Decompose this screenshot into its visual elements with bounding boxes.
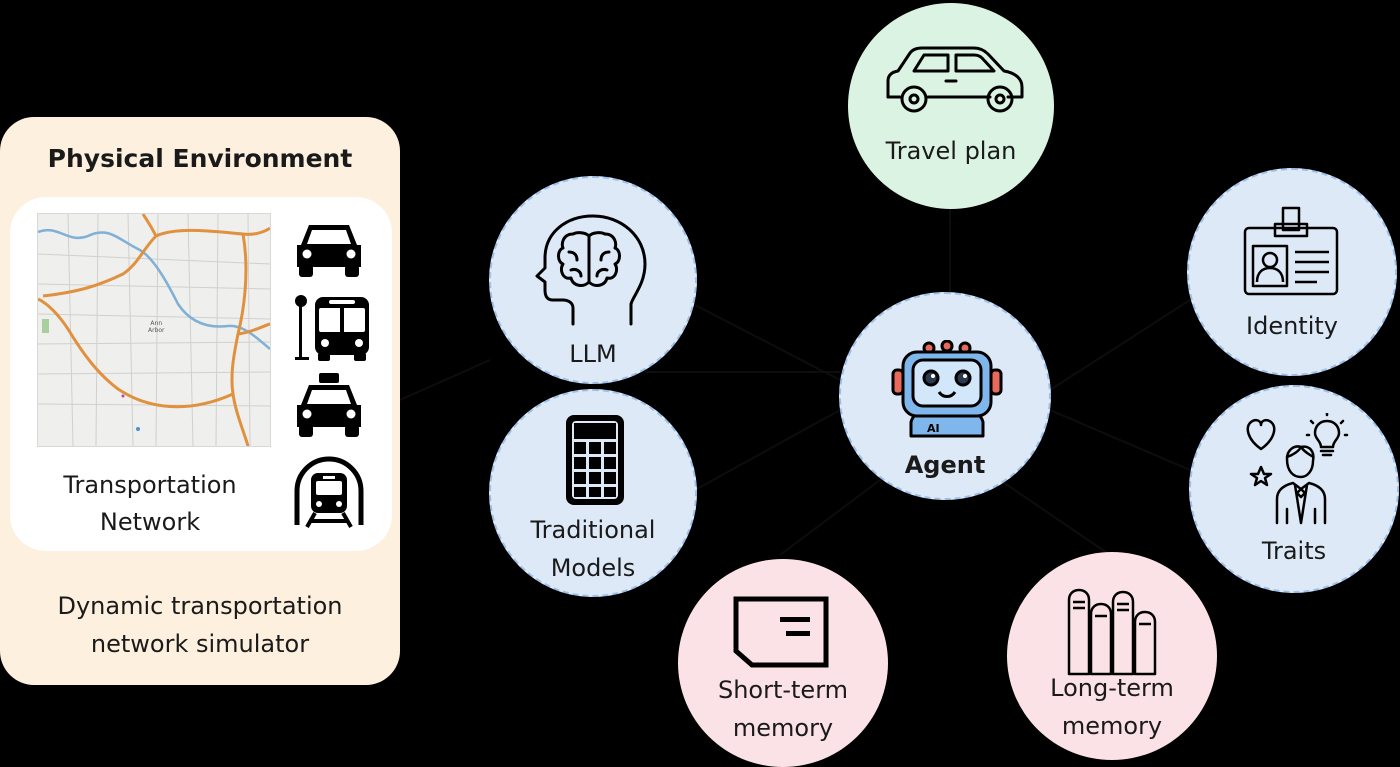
identity-label: Identity — [1246, 312, 1338, 340]
map-city-label: Ann Arbor — [148, 320, 165, 334]
bus-icon — [295, 295, 369, 361]
travel-plan-node: Travel plan — [848, 3, 1054, 209]
train-icon — [294, 456, 364, 528]
robot-icon: AI — [891, 340, 1003, 438]
network-label-line1: Transportation — [63, 471, 237, 499]
traditional-models-node: Traditional Models — [489, 389, 697, 597]
map-city-label-line1: Ann — [150, 320, 163, 327]
short-term-memory-label: Short-term memory — [678, 671, 888, 747]
simulator-caption: Dynamic transportation network simulator — [0, 587, 400, 663]
traditional-models-label: Traditional Models — [491, 511, 695, 587]
map-city-label-line2: Arbor — [148, 327, 165, 334]
city-map-image: Ann Arbor — [37, 213, 271, 447]
traditional-models-line1: Traditional — [530, 516, 656, 544]
map-roads — [38, 214, 270, 446]
long-term-memory-line1: Long-term — [1050, 674, 1174, 702]
traits-label: Traits — [1261, 537, 1327, 565]
travel-plan-label: Travel plan — [885, 137, 1017, 165]
transportation-network-card: Ann Arbor — [10, 197, 392, 551]
car-outline-icon — [886, 46, 1024, 113]
books-icon — [1067, 588, 1157, 676]
simulator-caption-line1: Dynamic transportation — [57, 592, 343, 620]
physical-environment-panel: Physical Environment — [0, 117, 400, 685]
robot-chest-text: AI — [927, 422, 940, 435]
llm-node: LLM — [489, 176, 697, 384]
environment-title: Physical Environment — [47, 144, 353, 173]
person-traits-icon — [1246, 413, 1349, 525]
taxi-icon — [297, 373, 361, 437]
short-term-memory-node: Short-term memory — [678, 559, 888, 767]
identity-node: Identity — [1187, 168, 1397, 376]
traditional-models-line2: Models — [550, 554, 636, 582]
long-term-memory-line2: memory — [1061, 712, 1163, 740]
long-term-memory-node: Long-term memory — [1007, 552, 1217, 760]
transportation-network-label: Transportation Network — [30, 467, 270, 541]
long-term-memory-label: Long-term memory — [1007, 669, 1217, 745]
id-badge-icon — [1243, 206, 1339, 296]
network-label-line2: Network — [99, 508, 201, 536]
agent-node: AI Agent — [839, 292, 1051, 500]
memory-card-icon — [733, 596, 829, 668]
traits-node: Traits — [1189, 385, 1399, 593]
calculator-icon — [566, 415, 624, 505]
llm-label: LLM — [569, 340, 617, 368]
simulator-caption-line2: network simulator — [90, 630, 310, 658]
brain-head-icon — [535, 214, 647, 326]
car-icon — [297, 225, 361, 277]
short-term-memory-line1: Short-term — [717, 676, 849, 704]
agent-label: Agent — [904, 451, 986, 479]
short-term-memory-line2: memory — [732, 714, 834, 742]
